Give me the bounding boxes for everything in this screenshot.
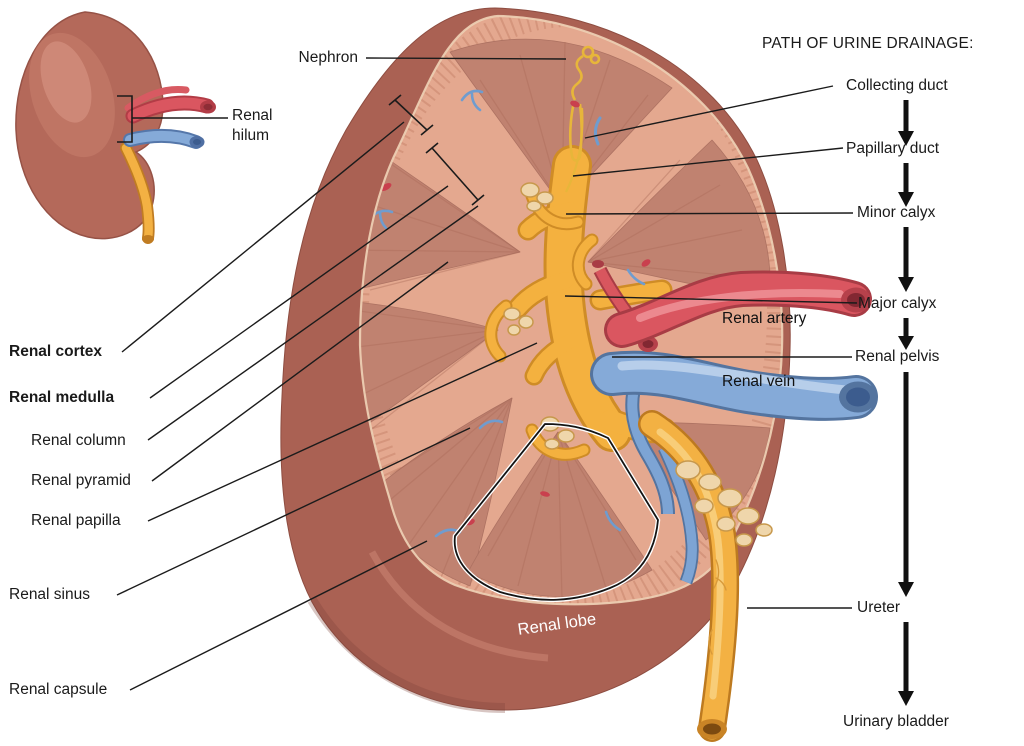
- drainage-step-ureter: Ureter: [857, 599, 901, 617]
- label-renal-pyramid: Renal pyramid: [31, 472, 131, 490]
- inset-ureter-end: [142, 235, 154, 243]
- leader-papillary-duct: [572, 147, 844, 177]
- inset-ureter: [121, 143, 153, 243]
- hilar-fat-cluster: [675, 460, 773, 547]
- label-renal-medulla: Renal medulla: [9, 389, 115, 407]
- capsule-cut-edge: [358, 14, 784, 606]
- medulla-dimension-bar: [425, 142, 485, 206]
- inset-artery-branch: [124, 86, 190, 112]
- capsule-sheen: [368, 550, 549, 662]
- drainage-step-collecting-duct: Collecting duct: [846, 77, 948, 95]
- leader-renal-cortex: [121, 121, 405, 353]
- leader-nephron: [365, 57, 567, 60]
- drainage-title: PATH OF URINE DRAINAGE:: [762, 35, 974, 53]
- renal-pyramid-left: [360, 299, 499, 441]
- label-renal-papilla: Renal papilla: [31, 512, 121, 530]
- label-renal-sinus: Renal sinus: [9, 586, 90, 604]
- leader-renal-capsule: [129, 540, 428, 691]
- inset-kidney-highlight: [40, 41, 92, 123]
- drainage-step-papillary-duct: Papillary duct: [846, 140, 940, 158]
- label-nephron: Nephron: [298, 49, 358, 67]
- kidney-inset: [15, 11, 228, 244]
- label-renal-capsule: Renal capsule: [9, 681, 108, 699]
- drainage-step-major-calyx: Major calyx: [858, 295, 937, 313]
- cortex-striations: [360, 16, 783, 605]
- renal-pyramid-upper-right: [587, 139, 771, 301]
- label-renal-cortex: Renal cortex: [9, 343, 103, 361]
- renal-pyramid-top: [449, 38, 673, 207]
- label-renal-artery: Renal artery: [722, 310, 807, 328]
- artery-branch-cut: [592, 260, 604, 268]
- hilum-bracket: [117, 95, 133, 143]
- renal-pyramid-bottom: [467, 431, 653, 597]
- leader-minor-calyx: [565, 212, 854, 215]
- leader-renal-sinus: [116, 427, 471, 596]
- cortex-dimension-bar: [388, 94, 434, 136]
- drainage-arrows: [898, 100, 914, 706]
- leader-renal-pyramid: [151, 261, 449, 482]
- leader-renal-papilla: [147, 342, 538, 522]
- renal-lobe-outline: [452, 421, 661, 603]
- renal-sinus-fat: [503, 182, 575, 450]
- label-renal-column: Renal column: [31, 432, 126, 450]
- leader-lines: [116, 57, 858, 691]
- renal-vein: [590, 350, 878, 421]
- leader-renal-medulla: [149, 185, 449, 399]
- drainage-step-minor-calyx: Minor calyx: [857, 204, 936, 222]
- leader-renal-column: [147, 205, 479, 441]
- drainage-step-renal-pelvis: Renal pelvis: [855, 348, 940, 366]
- capsule-shadow: [307, 597, 506, 713]
- leader-collecting-duct: [584, 85, 834, 139]
- kidney-cross-section: [280, 7, 878, 742]
- inset-vein-lumen: [193, 139, 201, 145]
- drainage-step-urinary-bladder: Urinary bladder: [843, 713, 949, 731]
- renal-pyramids: [360, 38, 771, 597]
- label-renal-vein: Renal vein: [722, 373, 796, 391]
- leader-major-calyx: [564, 295, 858, 304]
- nephron-squiggle: [565, 45, 601, 193]
- vein-lower-branch: [659, 445, 697, 584]
- inset-artery-lumen: [203, 103, 213, 111]
- label-renal-hilum: Renal hilum: [232, 107, 273, 144]
